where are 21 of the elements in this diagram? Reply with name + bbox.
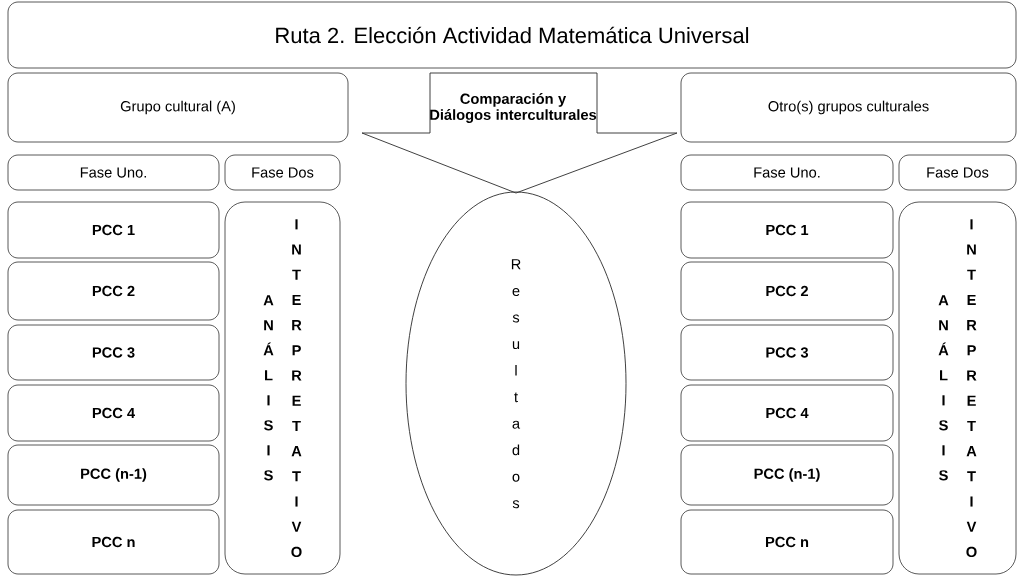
pcc-box: PCC 4 (680, 384, 894, 442)
pcc-box: PCC (n-1) (7, 444, 220, 506)
analysis-box: ANÁLISIS INTERPRETATIVO (224, 201, 341, 575)
pcc-box: PCC n (680, 509, 894, 575)
pcc-box: PCC 1 (680, 201, 894, 259)
analysis-box: ANÁLISIS INTERPRETATIVO (898, 201, 1017, 575)
group-box: Grupo cultural (A) (7, 72, 349, 143)
phase-box: Fase Uno. (680, 154, 894, 191)
pcc-box: PCC 1 (7, 201, 220, 259)
pcc-box: PCC n (7, 509, 220, 575)
phase-box: Fase Dos (898, 154, 1017, 191)
title-box: Ruta 2. Elección Actividad Matemática Universal (7, 1, 1017, 69)
pcc-box: PCC 2 (680, 261, 894, 321)
phase-box: Fase Dos (224, 154, 341, 191)
pcc-box: PCC (n-1) (680, 444, 894, 506)
pcc-box: PCC 3 (7, 324, 220, 381)
phase-box: Fase Uno. (7, 154, 220, 191)
pcc-box: PCC 4 (7, 384, 220, 442)
group-box: Otro(s) grupos culturales (680, 72, 1017, 143)
pcc-box: PCC 3 (680, 324, 894, 381)
pcc-box: PCC 2 (7, 261, 220, 321)
